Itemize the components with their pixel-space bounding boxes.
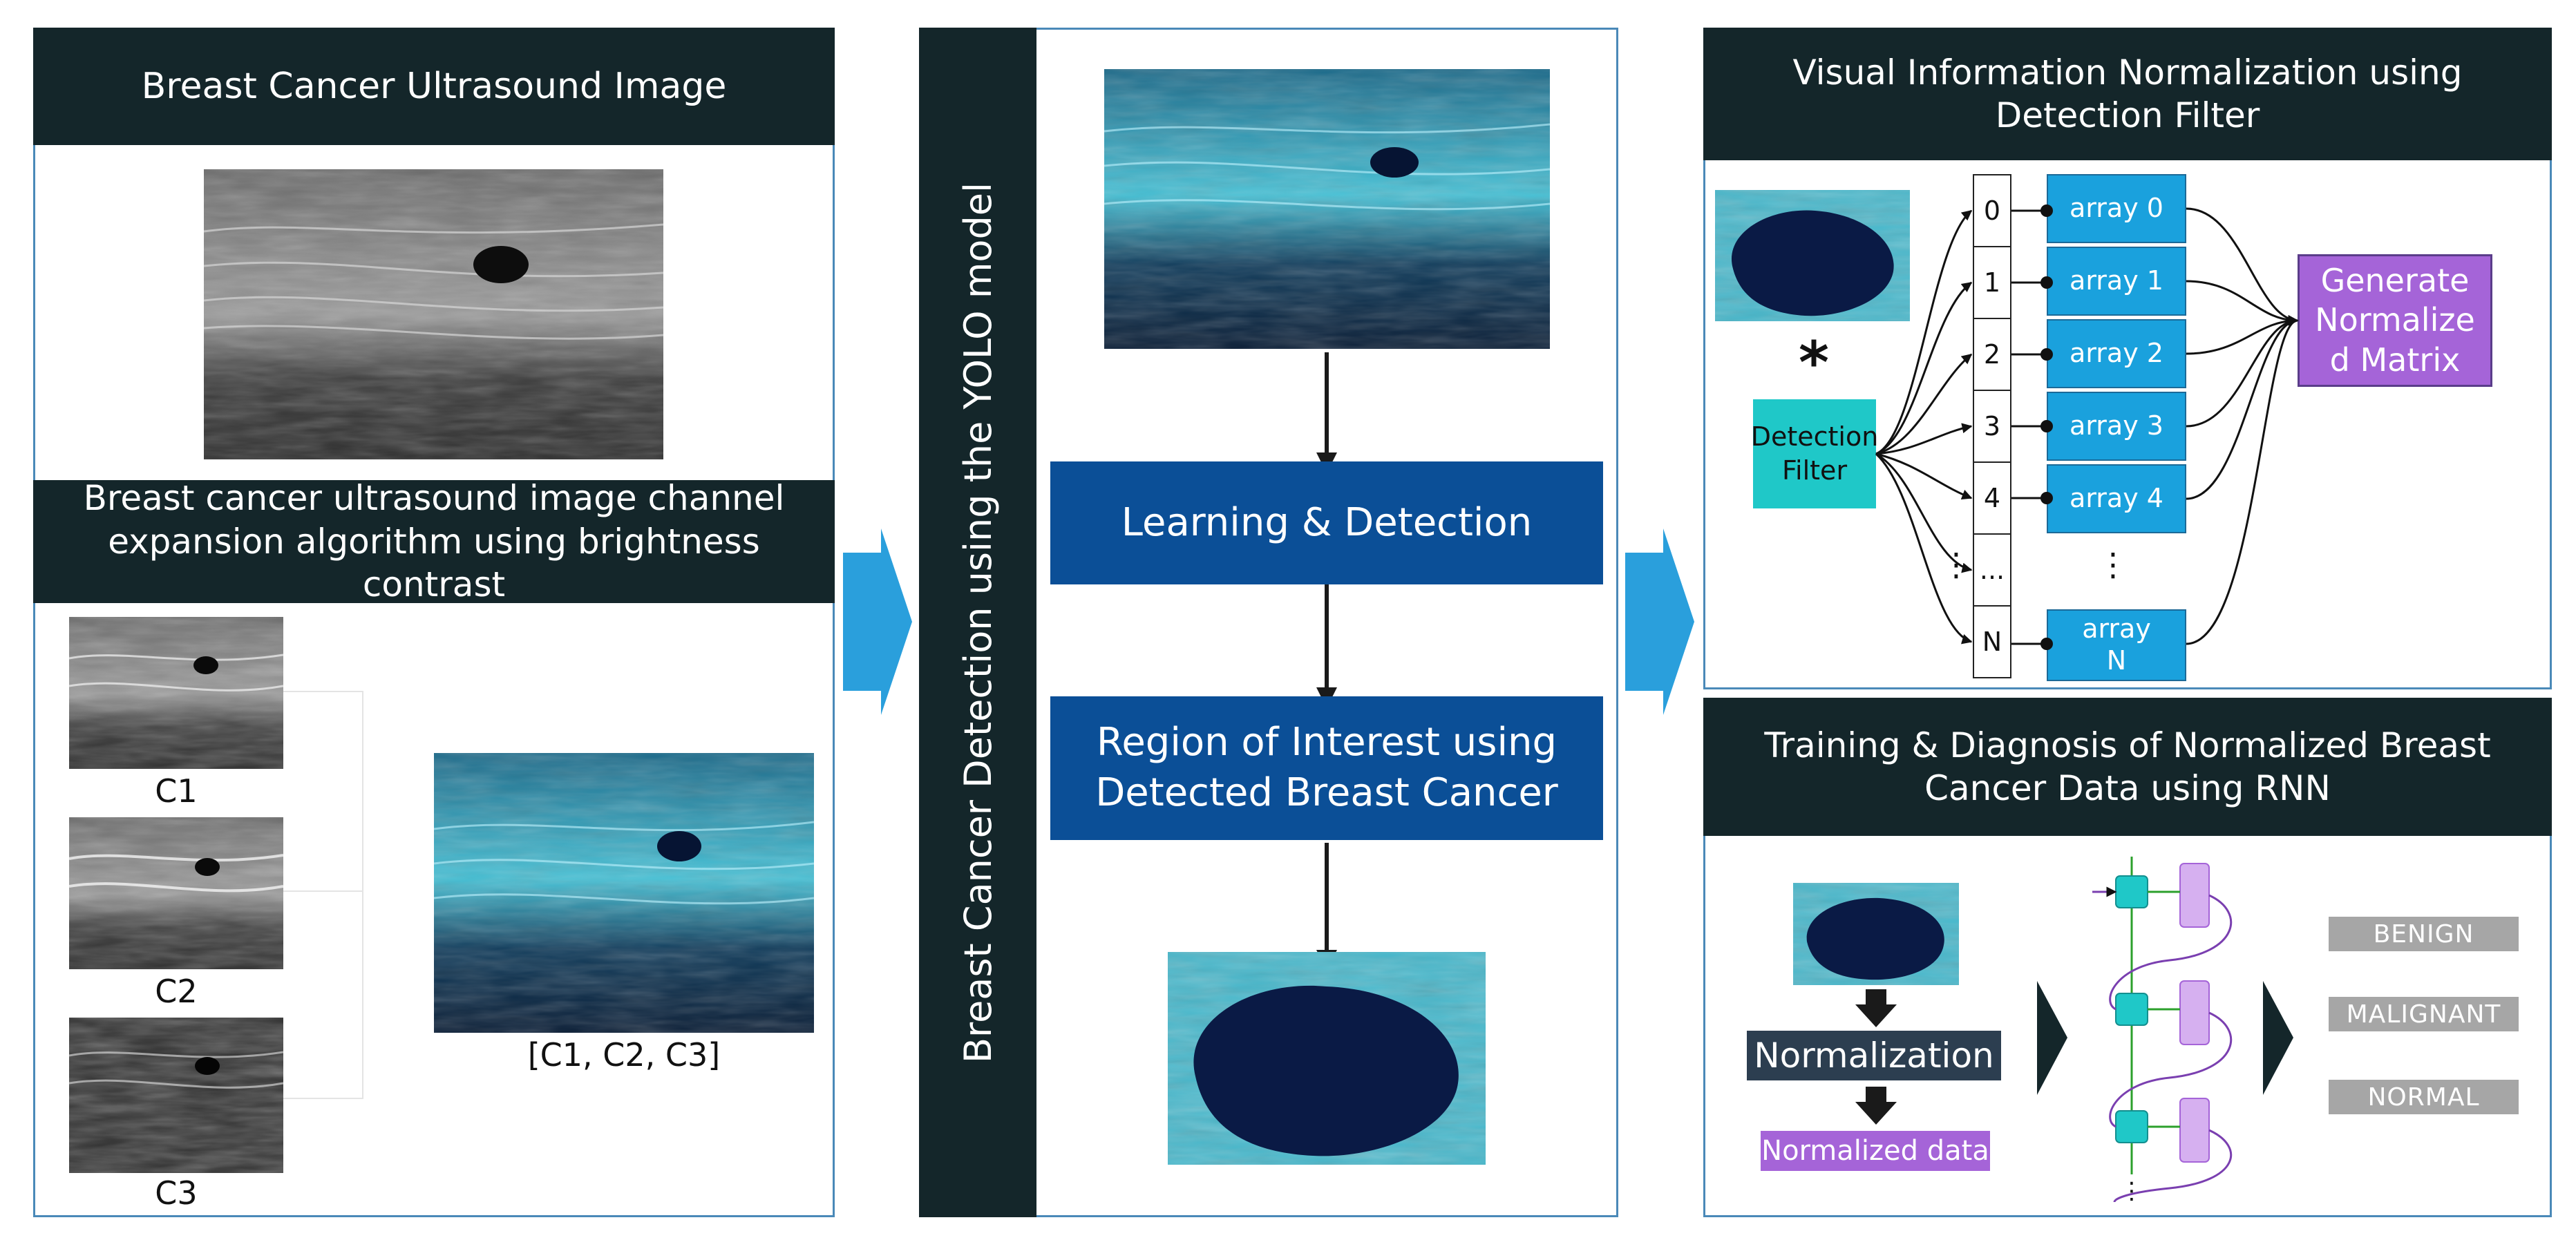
merged-channel-label: [C1, C2, C3]	[527, 1036, 721, 1074]
ultrasound-image-gray	[204, 169, 663, 459]
left-panel-subtitle: Breast cancer ultrasound image channel e…	[33, 478, 835, 604]
index-cell-2: 2	[1973, 318, 2011, 391]
class-benign: BENIGN	[2329, 917, 2519, 951]
normalized-data-box: Normalized data	[1761, 1131, 1990, 1171]
index-cell-4: 4	[1973, 461, 2011, 535]
channel-image-c3	[69, 1018, 283, 1173]
channel-label-c2: C2	[155, 973, 198, 1010]
chevron-to-rnn	[2037, 981, 2067, 1095]
channel-connectors	[283, 691, 363, 1099]
right-bottom-title: Training & Diagnosis of Normalized Breas…	[1703, 698, 2552, 836]
detection-filter-box: Detection Filter	[1751, 399, 1878, 508]
channel-image-c1	[69, 617, 283, 769]
array-box-3: array 3	[2047, 392, 2186, 461]
roi-box: Region of Interest using Detected Breast…	[1050, 696, 1603, 840]
roi-crop-image	[1168, 952, 1486, 1165]
index-cell-n: N	[1973, 605, 2011, 678]
down-arrow-2	[1855, 1087, 1897, 1125]
middle-panel-vertical-title: Breast Cancer Detection using the YOLO m…	[956, 182, 1000, 1063]
left-panel-title: Breast Cancer Ultrasound Image	[33, 28, 835, 145]
index-cell-3: 3	[1973, 390, 2011, 463]
normalized-input-image	[1793, 883, 1959, 985]
normalized-matrix-output-box: Generate Normalize d Matrix	[2298, 254, 2492, 387]
channel-label-c3: C3	[155, 1174, 198, 1212]
flow-arrow-left-to-middle	[843, 528, 912, 715]
channel-image-c2	[69, 817, 283, 969]
middle-panel-sidebar	[919, 28, 1036, 1217]
middle-flow-arrows	[1316, 352, 1337, 971]
array-box-0: array 0	[2047, 174, 2186, 243]
normalization-connectors	[1875, 204, 2299, 650]
array-box-n: array N	[2047, 609, 2186, 681]
array-box-1: array 1	[2047, 247, 2186, 316]
array-box-2: array 2	[2047, 319, 2186, 388]
merged-channel-image	[434, 753, 814, 1033]
yolo-input-image	[1104, 69, 1550, 349]
index-cell-1: 1	[1973, 246, 2011, 319]
normalization-box: Normalization	[1747, 1031, 2001, 1080]
chevron-to-classes	[2263, 981, 2293, 1095]
array-box-4: array 4	[2047, 464, 2186, 533]
right-top-title: Visual Information Normalization using D…	[1703, 28, 2552, 160]
convolution-operator: *	[1799, 329, 1829, 397]
roi-thumbnail-image	[1715, 190, 1910, 321]
index-cell-ellipsis: ...	[1973, 533, 2011, 607]
channel-label-c1: C1	[155, 772, 198, 810]
learning-detection-box: Learning & Detection	[1050, 461, 1603, 584]
rnn-diagram: ⋮	[2092, 857, 2233, 1202]
array-vertical-ellipsis: ⋮	[2097, 546, 2129, 583]
flow-arrow-middle-to-right	[1625, 528, 1694, 715]
class-malignant: MALIGNANT	[2329, 997, 2519, 1031]
svg-text:⋮: ⋮	[2120, 1177, 2143, 1202]
class-normal: NORMAL	[2329, 1080, 2519, 1114]
down-arrow-1	[1855, 989, 1897, 1027]
